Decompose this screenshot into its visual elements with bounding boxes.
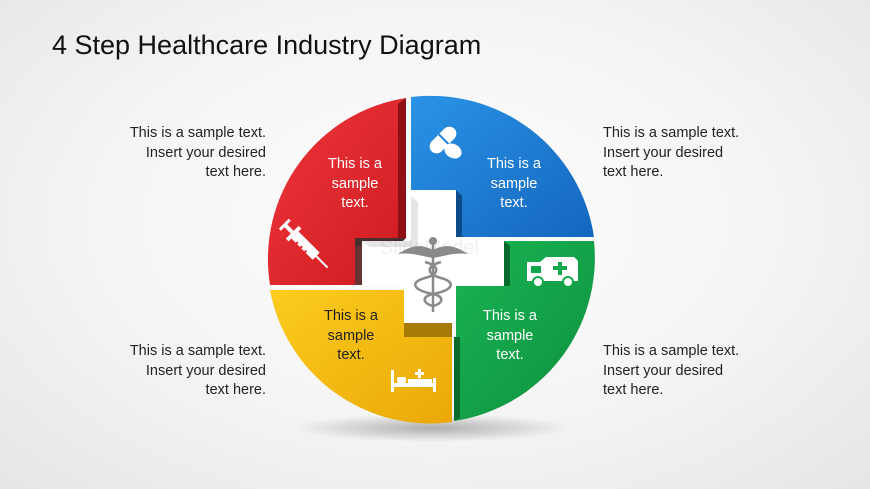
diagram-shadow bbox=[292, 414, 572, 442]
side-text-line: This is a sample text. bbox=[129, 343, 266, 359]
segment-label-line: text. bbox=[500, 195, 528, 211]
caduceus-icon bbox=[398, 237, 468, 312]
segment-green-depth-top bbox=[504, 241, 510, 286]
syringe-icon bbox=[278, 218, 329, 269]
segment-label-line: sample bbox=[486, 327, 534, 344]
segment-yellow-label: This is a sample text. bbox=[306, 307, 396, 366]
side-text-line: This is a sample text. bbox=[129, 125, 266, 141]
side-text-line: Insert your desired bbox=[603, 144, 724, 161]
pill-capsule-icon bbox=[429, 126, 462, 159]
side-text-line: text here. bbox=[603, 164, 664, 180]
segment-red-depth-side bbox=[355, 246, 362, 285]
segment-yellow-depth bbox=[404, 323, 452, 337]
segment-blue-depth bbox=[456, 190, 462, 237]
side-text-line: This is a sample text. bbox=[603, 343, 740, 359]
segment-label-line: text. bbox=[496, 347, 524, 363]
segment-red-depth bbox=[398, 98, 406, 238]
segment-green-depth bbox=[454, 337, 460, 421]
center-cross-shade bbox=[362, 196, 418, 247]
segment-label-line: This is a bbox=[487, 156, 541, 172]
side-text-line: Insert your desired bbox=[145, 144, 266, 161]
segment-label-line: This is a bbox=[324, 308, 378, 324]
segment-label-line: sample bbox=[327, 327, 375, 344]
side-text-line: text here. bbox=[603, 382, 664, 398]
side-text-line: Insert your desired bbox=[603, 362, 724, 379]
side-text-bottom-right: This is a sample text. Insert your desir… bbox=[603, 342, 823, 401]
segment-label-line: This is a bbox=[328, 156, 382, 172]
hospital-bed-icon bbox=[391, 369, 436, 392]
side-text-line: Insert your desired bbox=[145, 362, 266, 379]
segment-yellow bbox=[270, 290, 452, 424]
side-text-bottom-left: This is a sample text. Insert your desir… bbox=[46, 342, 266, 401]
segment-label-line: This is a bbox=[483, 308, 537, 324]
segment-label-line: text. bbox=[337, 347, 365, 363]
side-text-line: text here. bbox=[205, 382, 266, 398]
ambulance-icon bbox=[527, 257, 578, 288]
side-text-line: text here. bbox=[205, 164, 266, 180]
side-text-top-left: This is a sample text. Insert your desir… bbox=[46, 124, 266, 183]
segment-label-line: sample bbox=[490, 175, 538, 192]
segment-label-line: sample bbox=[331, 175, 379, 192]
page-title: 4 Step Healthcare Industry Diagram bbox=[52, 30, 482, 60]
segment-green-label: This is a sample text. bbox=[465, 307, 555, 366]
segment-label-line: text. bbox=[341, 195, 369, 211]
segment-blue-label: This is a sample text. bbox=[469, 155, 559, 214]
side-text-line: This is a sample text. bbox=[603, 125, 740, 141]
side-text-top-right: This is a sample text. Insert your desir… bbox=[603, 124, 823, 183]
segment-red-label: This is a sample text. bbox=[310, 155, 400, 214]
